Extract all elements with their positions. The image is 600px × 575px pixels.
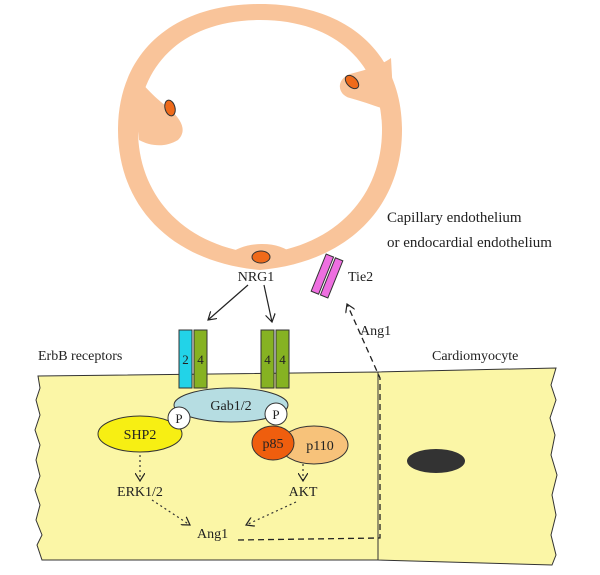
shp2-ellipse bbox=[97, 415, 183, 453]
akt-label: AKT bbox=[289, 485, 318, 500]
phospho-left-label: P bbox=[175, 411, 182, 426]
cardiomyocyte-label: Cardiomyocyte bbox=[432, 349, 518, 364]
tie2-label: Tie2 bbox=[348, 270, 373, 285]
erbb4-receptor-right-b bbox=[275, 329, 290, 389]
erbb4-receptor-left bbox=[193, 329, 208, 389]
endothelial-cell-bulge-left bbox=[131, 72, 183, 146]
phospho-right-label: P bbox=[272, 407, 279, 422]
erbb2-label: 2 bbox=[182, 352, 189, 367]
erbb2-receptor-left bbox=[178, 329, 193, 389]
nrg1-arrow-right bbox=[263, 284, 272, 322]
p110-label: p110 bbox=[306, 439, 333, 454]
erbb-receptors-label: ErbB receptors bbox=[38, 349, 122, 364]
erbb4-label-right-b: 4 bbox=[279, 352, 286, 367]
phospho-left bbox=[167, 406, 191, 430]
akt-to-ang1-arrow bbox=[246, 501, 297, 525]
phospho-right bbox=[264, 402, 288, 426]
nrg1-label: NRG1 bbox=[238, 270, 275, 285]
ang1-bottom-label: Ang1 bbox=[197, 527, 228, 542]
cardiomyocyte-nucleus bbox=[407, 449, 465, 473]
ang1-secretion-path bbox=[237, 304, 381, 541]
endothelial-nucleus-bottom bbox=[251, 250, 271, 264]
capillary-label-line1: Capillary endothelium bbox=[387, 210, 522, 226]
tie2-receptor bbox=[310, 253, 344, 299]
capillary-label-line2: or endocardial endothelium bbox=[387, 235, 552, 251]
p85-ellipse bbox=[251, 425, 295, 461]
erk-label: ERK1/2 bbox=[117, 485, 163, 500]
endothelial-cell-bulge-right bbox=[339, 58, 394, 112]
gab-label: Gab1/2 bbox=[210, 399, 251, 414]
cardiomyocyte-cell-right bbox=[377, 367, 558, 566]
ang1-top-label: Ang1 bbox=[360, 324, 391, 339]
gab-ellipse bbox=[173, 387, 289, 423]
p85-label: p85 bbox=[263, 437, 284, 452]
erbb4-label-left: 4 bbox=[197, 352, 204, 367]
endothelial-nucleus-left bbox=[164, 99, 176, 117]
shp2-label: SHP2 bbox=[124, 428, 157, 443]
erbb4-label-right-a: 4 bbox=[264, 352, 271, 367]
erbb4-receptor-right-a bbox=[260, 329, 275, 389]
endothelial-nucleus-right bbox=[344, 74, 360, 90]
nrg1-arrow-left bbox=[208, 284, 249, 320]
